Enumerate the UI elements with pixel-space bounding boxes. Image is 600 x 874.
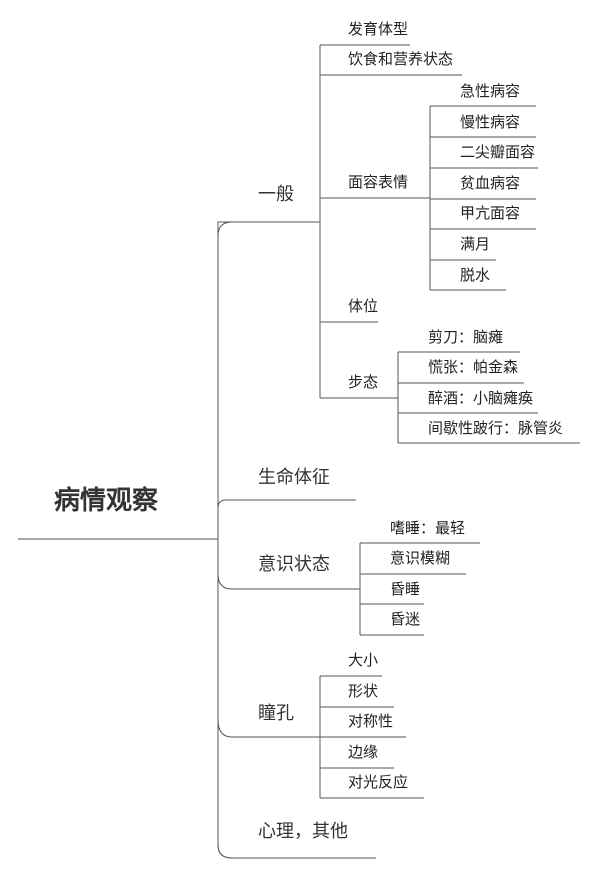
connector <box>217 221 320 236</box>
leaf-consciousness: 昏迷 <box>390 610 421 628</box>
leaf-gait: 间歇性跛行：脉管炎 <box>428 419 564 437</box>
leaf-pupil: 大小 <box>348 651 379 669</box>
leaf-face: 慢性病容 <box>460 113 521 131</box>
leaf-face: 贫血病容 <box>460 174 521 192</box>
leaf-consciousness: 昏睡 <box>390 580 421 598</box>
leaf-face: 满月 <box>460 235 491 253</box>
leaf-gait: 慌张：帕金森 <box>428 358 519 376</box>
leaf-pupil: 对光反应 <box>348 773 409 791</box>
root-topic: 病情观察 <box>54 486 159 516</box>
node-development: 发育体型 <box>348 20 409 38</box>
leaf-consciousness: 嗜睡：最轻 <box>390 519 466 537</box>
connector <box>217 221 233 859</box>
node-position: 体位 <box>348 297 379 315</box>
connector <box>217 499 356 509</box>
branch-vital-signs: 生命体征 <box>258 467 330 488</box>
connector <box>217 719 320 738</box>
leaf-gait: 剪刀：脑瘫 <box>428 328 504 346</box>
leaf-face: 急性病容 <box>460 82 521 100</box>
leaf-face: 二尖瓣面容 <box>460 143 536 161</box>
connector <box>217 844 376 859</box>
connector <box>217 573 360 590</box>
branch-general: 一般 <box>258 184 294 205</box>
node-diet-nutrition: 饮食和营养状态 <box>348 50 454 68</box>
branch-consciousness: 意识状态 <box>258 554 330 575</box>
leaf-pupil: 对称性 <box>348 712 394 730</box>
leaf-pupil: 形状 <box>348 682 379 700</box>
node-facial-expression: 面容表情 <box>348 173 409 191</box>
branch-pupil: 瞳孔 <box>258 703 294 724</box>
node-gait: 步态 <box>348 373 379 391</box>
leaf-face: 脱水 <box>460 266 491 284</box>
leaf-consciousness: 意识模糊 <box>390 549 451 567</box>
leaf-face: 甲亢面容 <box>460 204 521 222</box>
branch-psychology-other: 心理，其他 <box>258 821 348 842</box>
leaf-gait: 醉酒：小脑瘫痪 <box>428 389 534 407</box>
leaf-pupil: 边缘 <box>348 743 379 761</box>
